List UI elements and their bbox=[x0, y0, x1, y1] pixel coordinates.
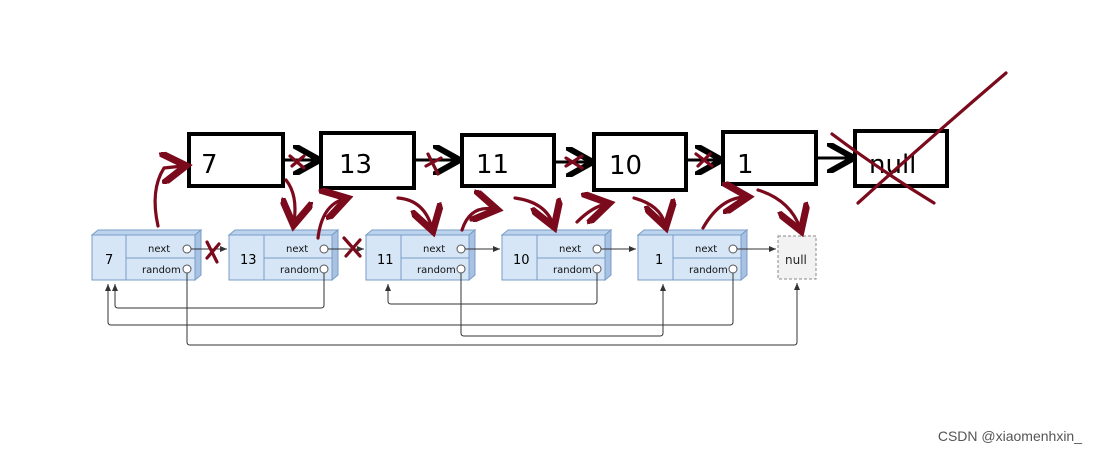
annotation-arrow bbox=[286, 178, 295, 222]
bottom-node: 1 next random bbox=[636, 228, 749, 282]
top-node: 1 bbox=[721, 130, 818, 186]
random-field-label: random bbox=[280, 265, 319, 276]
next-field-label: next bbox=[559, 244, 581, 255]
annotation-arrow bbox=[701, 197, 745, 230]
top-node-value: 10 bbox=[609, 151, 642, 181]
next-field-label: next bbox=[695, 244, 717, 255]
handwritten-annotations bbox=[153, 71, 1008, 264]
random-pointer-arrow bbox=[112, 273, 325, 309]
cross-mark bbox=[694, 152, 714, 168]
annotation-arrow bbox=[460, 208, 494, 232]
random-pointer-arrow bbox=[460, 273, 666, 337]
bottom-node: 13 next random bbox=[227, 228, 340, 282]
next-field-label: next bbox=[148, 244, 170, 255]
annotation-arrow bbox=[513, 196, 553, 224]
bottom-list: 7 next random 13 next random 11 next bbox=[90, 228, 817, 346]
top-null-node: null bbox=[853, 129, 949, 188]
cross-mark bbox=[205, 240, 221, 264]
random-pointer-arrow bbox=[105, 273, 734, 326]
random-field-label: random bbox=[689, 265, 728, 276]
cross-mark-null bbox=[830, 132, 936, 205]
cross-mark-null bbox=[856, 71, 1008, 205]
cross-mark bbox=[564, 154, 584, 170]
top-node: 13 bbox=[319, 131, 416, 190]
random-field-label: random bbox=[142, 265, 181, 276]
top-node: 7 bbox=[187, 132, 285, 188]
bottom-node: 11 next random bbox=[364, 228, 477, 282]
annotation-arrow bbox=[316, 199, 344, 240]
bottom-node-value: 13 bbox=[240, 253, 257, 268]
top-node: 10 bbox=[592, 132, 688, 192]
random-pointer-arrow bbox=[186, 273, 800, 346]
top-node: 11 bbox=[460, 133, 556, 188]
cross-mark bbox=[288, 154, 306, 170]
annotation-arrow bbox=[632, 196, 665, 224]
bottom-node: 7 next random bbox=[90, 228, 203, 282]
watermark-text: CSDN @xiaomenhxin_ bbox=[937, 428, 1082, 444]
next-field-label: next bbox=[423, 244, 445, 255]
top-node-value: 13 bbox=[339, 150, 372, 180]
bottom-null-text: null bbox=[785, 253, 807, 267]
bottom-node-value: 1 bbox=[655, 253, 663, 268]
bottom-node-value: 11 bbox=[377, 253, 394, 268]
bottom-node-value: 10 bbox=[513, 253, 530, 268]
random-field-label: random bbox=[553, 265, 592, 276]
cross-mark bbox=[342, 236, 362, 258]
cross-mark bbox=[424, 152, 443, 176]
top-node-value: 1 bbox=[737, 150, 754, 180]
next-field-label: next bbox=[286, 244, 308, 255]
annotation-arrow bbox=[756, 188, 800, 228]
bottom-null-node: null bbox=[777, 235, 817, 280]
annotation-arrow bbox=[575, 204, 606, 222]
random-pointer-arrow bbox=[385, 273, 598, 305]
random-field-label: random bbox=[417, 265, 456, 276]
bottom-node: 10 next random bbox=[500, 228, 613, 282]
top-node-value: 11 bbox=[476, 150, 509, 180]
top-node-value: 7 bbox=[201, 150, 218, 180]
bottom-node-value: 7 bbox=[105, 253, 113, 268]
annotation-arrow bbox=[153, 166, 183, 228]
annotation-arrow bbox=[396, 196, 432, 228]
